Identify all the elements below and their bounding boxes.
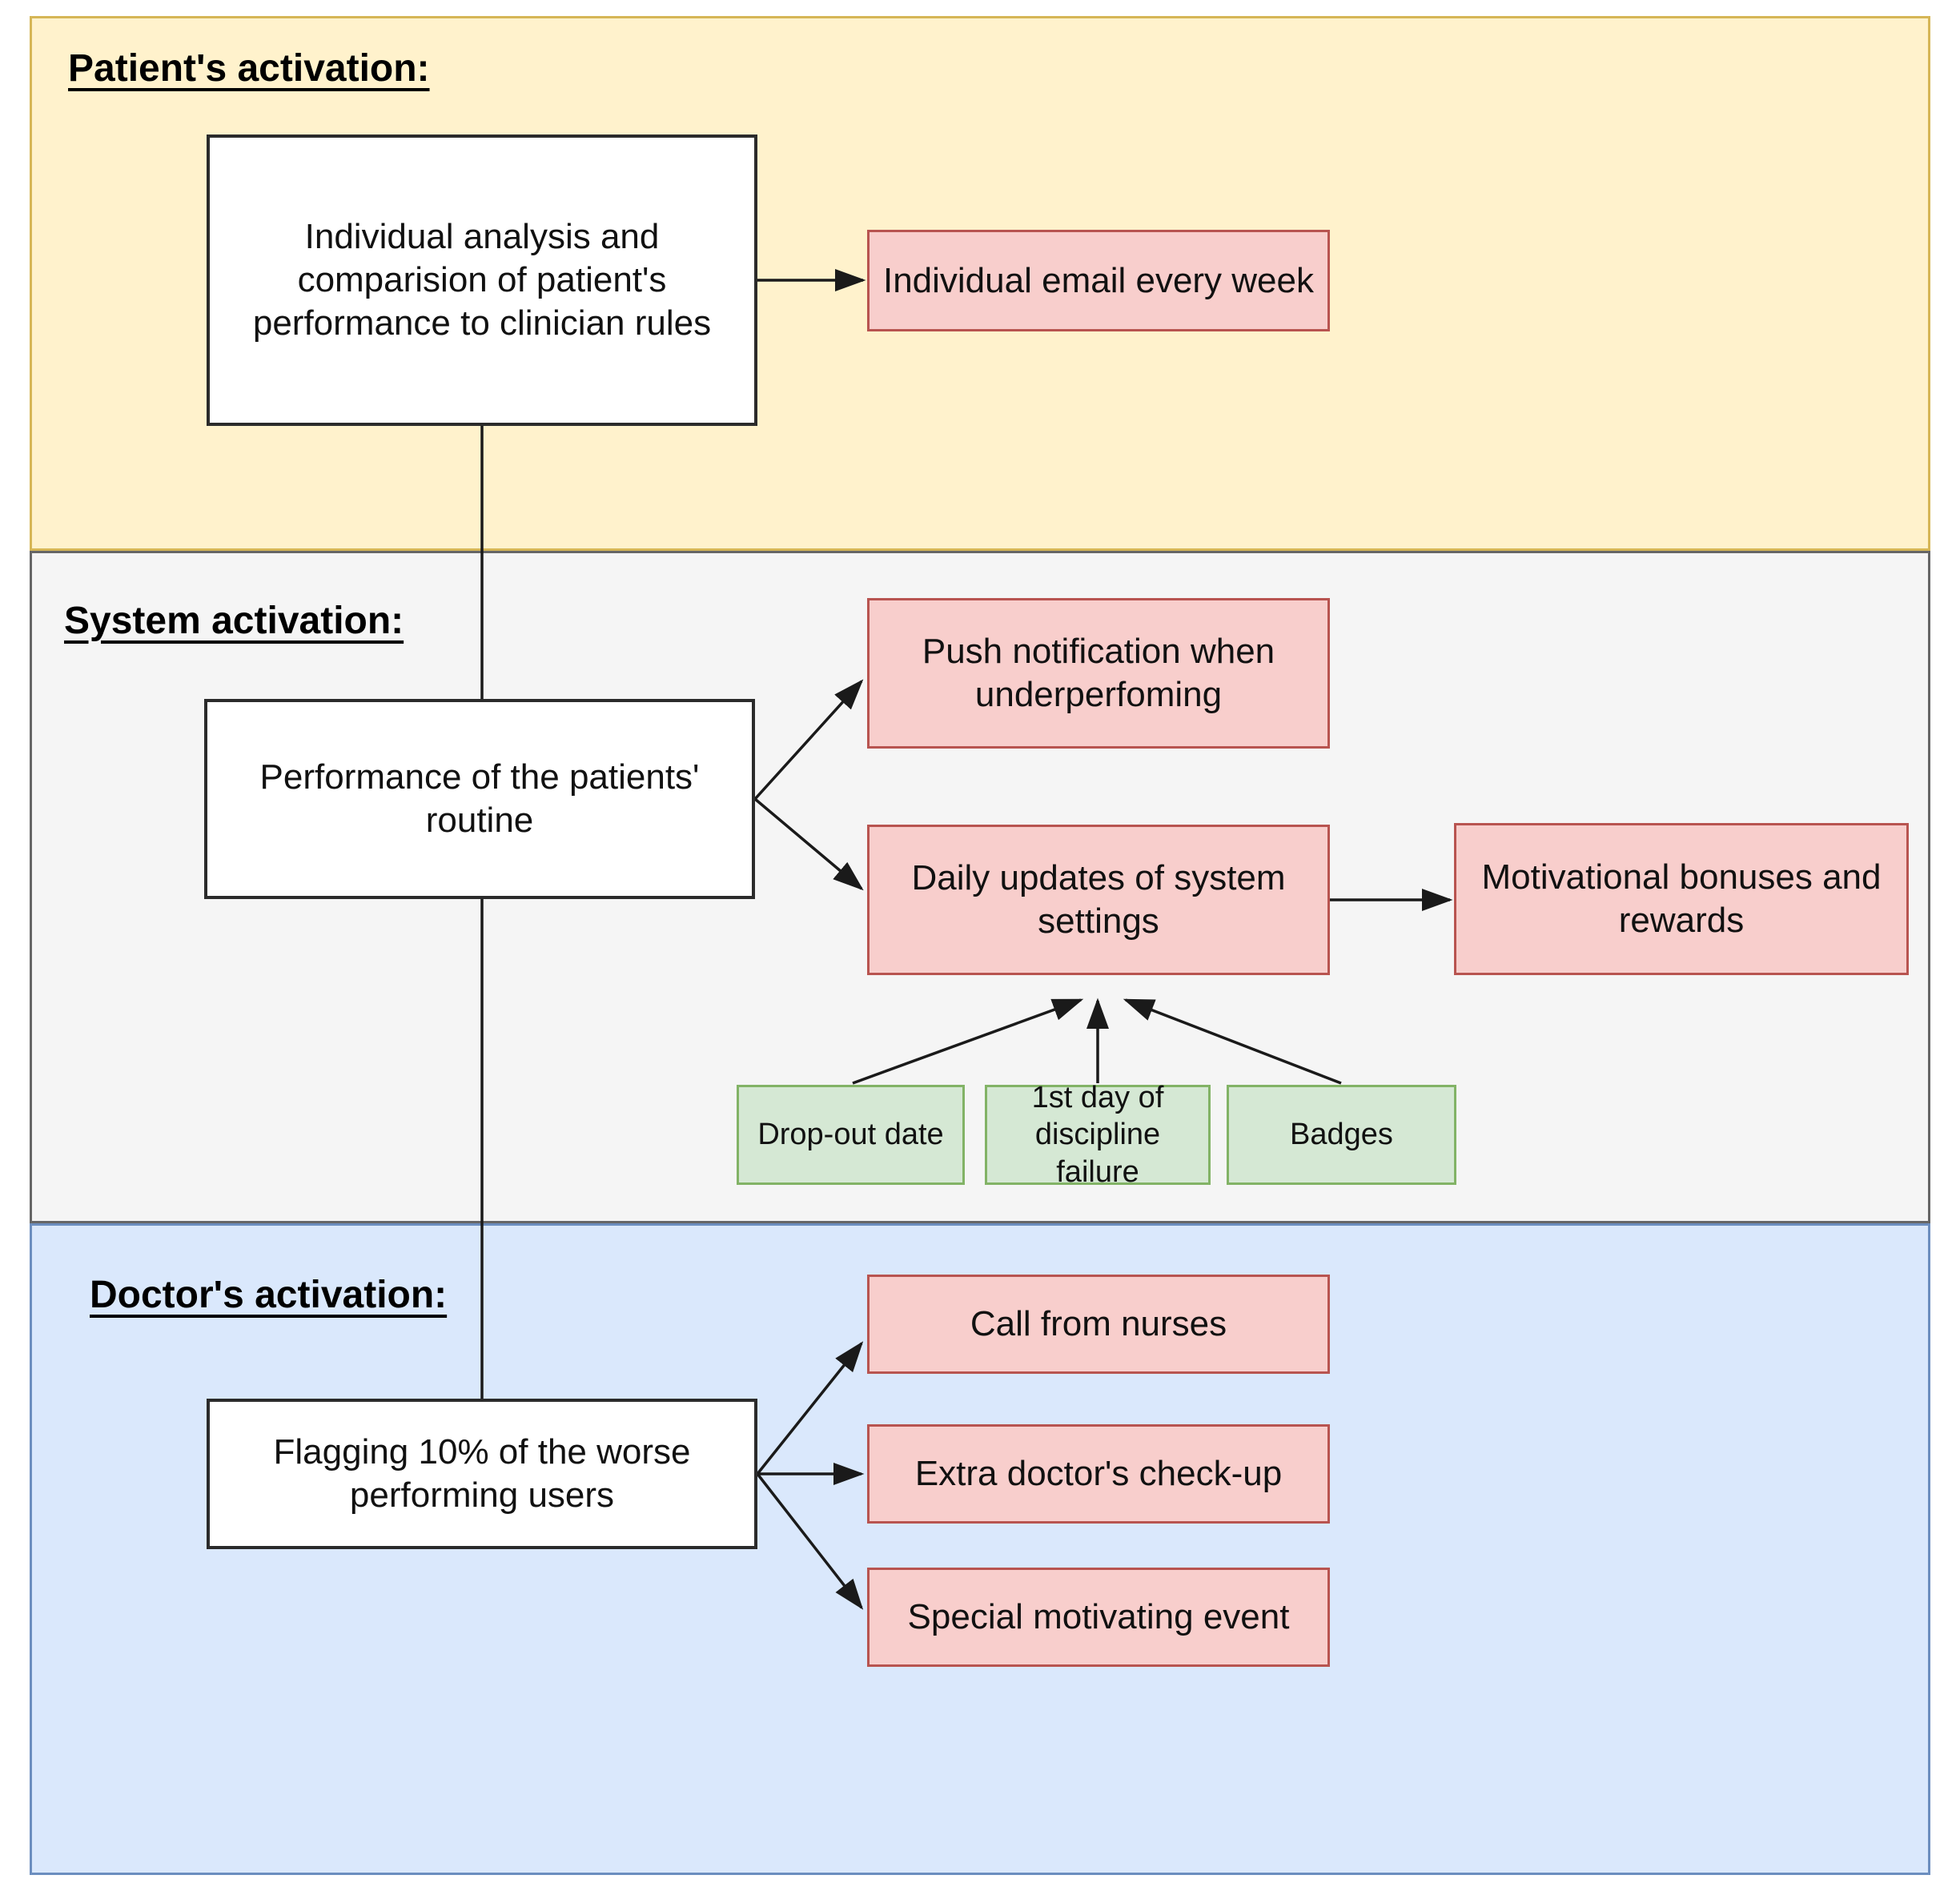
node-motivational-bonuses: Motivational bonuses and rewards [1454, 823, 1909, 975]
node-daily-updates-label: Daily updates of system settings [911, 858, 1286, 941]
node-push-notification-label: Push notification when underperfoming [922, 632, 1275, 714]
system-activation-title: System activation: [64, 600, 404, 642]
node-badges: Badges [1227, 1085, 1456, 1185]
node-individual-analysis: Individual analysis and comparision of p… [207, 134, 757, 426]
node-special-motivating-event-label: Special motivating event [907, 1597, 1290, 1637]
node-dropout-date: Drop-out date [737, 1085, 965, 1185]
node-first-day-discipline-failure: 1st day of discipline failure [985, 1081, 1211, 1189]
node-individual-email-label: Individual email every week [882, 260, 1315, 300]
node-performance-routine-label: Performance of the patients' routine [259, 757, 700, 840]
node-badges-label: Badges [1290, 1118, 1393, 1152]
node-extra-doctor-checkup-label: Extra doctor's check-up [914, 1454, 1283, 1494]
node-performance-routine: Performance of the patients' routine [204, 699, 755, 899]
node-individual-analysis-label: Individual analysis and comparision of p… [252, 217, 712, 343]
node-first-day-discipline-failure-label: 1st day of discipline failure [1031, 1080, 1164, 1189]
node-call-from-nurses: Call from nurses [867, 1275, 1330, 1374]
node-push-notification: Push notification when underperfoming [867, 598, 1330, 749]
node-special-motivating-event: Special motivating event [867, 1568, 1330, 1667]
node-daily-updates: Daily updates of system settings [867, 825, 1330, 975]
node-dropout-date-label: Drop-out date [757, 1118, 944, 1152]
node-individual-email: Individual email every week [867, 230, 1330, 331]
node-motivational-bonuses-label: Motivational bonuses and rewards [1481, 857, 1882, 940]
doctor-activation-title: Doctor's activation: [90, 1274, 448, 1316]
node-flagging-users-label: Flagging 10% of the worse performing use… [273, 1432, 691, 1515]
patient-activation-title: Patient's activation: [68, 47, 430, 90]
node-call-from-nurses-label: Call from nurses [970, 1304, 1227, 1344]
node-flagging-users: Flagging 10% of the worse performing use… [207, 1399, 757, 1549]
node-extra-doctor-checkup: Extra doctor's check-up [867, 1424, 1330, 1524]
